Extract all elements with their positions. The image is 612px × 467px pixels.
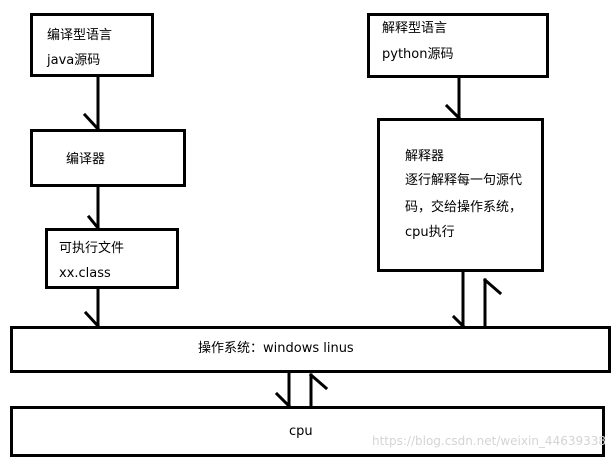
executable-file-box: 可执行文件 xx.class bbox=[45, 228, 179, 289]
arrow-source-to-compiler bbox=[82, 75, 101, 132]
cpu-label: cpu bbox=[289, 424, 313, 439]
arrow-cpu-to-os bbox=[308, 372, 329, 408]
interpreted-language-title: 解释型语言 bbox=[382, 21, 448, 36]
interpreter-title: 解释器 bbox=[405, 149, 445, 164]
compiled-language-box: 编译型语言 java源码 bbox=[30, 13, 154, 77]
arrow-executable-to-os bbox=[83, 287, 101, 329]
operating-system-label: 操作系统：windows linus bbox=[198, 341, 354, 356]
cpu-box: cpu bbox=[10, 406, 605, 457]
operating-system-box: 操作系统：windows linus bbox=[10, 326, 611, 373]
watermark: https://blog.csdn.net/weixin_44639338 bbox=[372, 434, 607, 448]
executable-file-name: xx.class bbox=[59, 266, 111, 281]
arrow-python-to-interpreter bbox=[444, 76, 462, 121]
arrow-interpreter-to-os bbox=[451, 270, 466, 329]
arrow-os-to-cpu bbox=[274, 371, 292, 409]
arrow-os-to-interpreter bbox=[482, 277, 503, 328]
interpreted-language-box: 解释型语言 python源码 bbox=[367, 13, 549, 78]
interpreter-desc-line3: cpu执行 bbox=[405, 225, 455, 240]
interpreter-desc-line2: 码，交给操作系统， bbox=[405, 200, 523, 215]
interpreted-language-source: python源码 bbox=[382, 47, 454, 62]
compiler-box: 编译器 bbox=[30, 129, 186, 187]
compiler-label: 编译器 bbox=[66, 152, 106, 167]
compiled-language-title: 编译型语言 bbox=[47, 28, 113, 43]
interpreter-box: 解释器 逐行解释每一句源代 码，交给操作系统， cpu执行 bbox=[377, 118, 544, 272]
interpreter-desc-line1: 逐行解释每一句源代 bbox=[405, 173, 523, 188]
executable-file-title: 可执行文件 bbox=[59, 241, 125, 256]
compiled-language-source: java源码 bbox=[47, 53, 101, 68]
arrow-compiler-to-executable bbox=[86, 185, 101, 231]
